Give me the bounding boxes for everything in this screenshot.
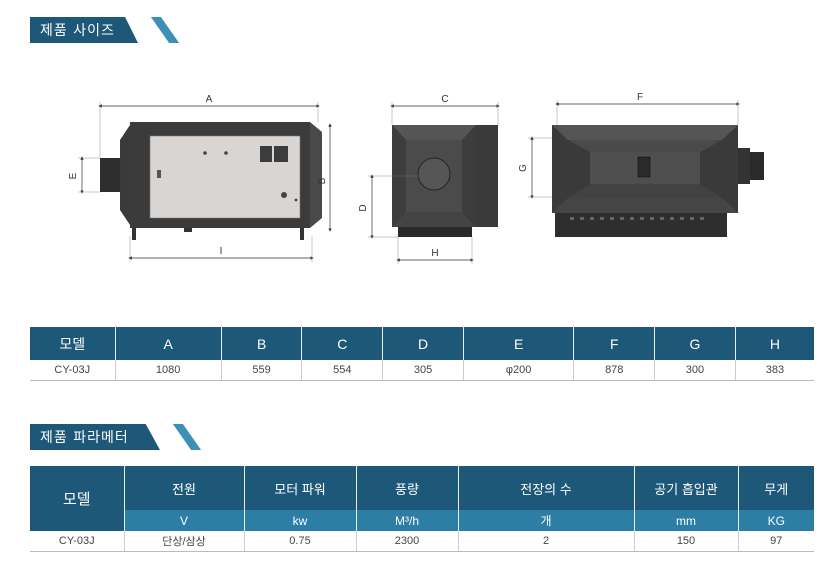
unit-power: V <box>124 510 245 531</box>
section-title-text: 제품 사이즈 <box>40 23 115 39</box>
column-header-e: E <box>463 327 575 360</box>
section-title-accent <box>172 424 202 450</box>
cell-c: 554 <box>301 360 384 381</box>
column-header-model: 모델 <box>30 327 116 360</box>
parameters-unit-row: V kw M³/h 개 mm KG <box>30 510 814 531</box>
column-header-model: 모델 <box>30 466 125 531</box>
cell-h: 383 <box>735 360 814 381</box>
column-header-c: C <box>301 327 384 360</box>
dimension-label-g: G <box>518 164 529 172</box>
table-row: CY-03J 단상/삼상 0.75 2300 2 150 97 <box>30 531 814 552</box>
dimension-label-d: D <box>358 204 369 211</box>
column-header-f: F <box>573 327 656 360</box>
dimension-label-b: B <box>317 177 328 184</box>
section-title-text: 제품 파라메터 <box>40 430 129 446</box>
cell-airflow: 2300 <box>356 531 459 552</box>
dimension-label-f: F <box>637 92 643 103</box>
side-view-drawing: C D H <box>358 94 500 264</box>
cell-field-count: 2 <box>458 531 635 552</box>
cell-e: φ200 <box>463 360 575 381</box>
column-header-a: A <box>115 327 222 360</box>
cell-intake-pipe: 150 <box>634 531 739 552</box>
column-header-field-count: 전장의 수 <box>458 466 635 510</box>
column-header-b: B <box>221 327 303 360</box>
cell-weight: 97 <box>738 531 814 552</box>
cell-motor-power: 0.75 <box>244 531 357 552</box>
unit-weight: KG <box>738 510 814 531</box>
cell-b: 559 <box>221 360 303 381</box>
dimension-label-e: E <box>68 172 79 179</box>
cell-model: CY-03J <box>30 531 125 552</box>
cell-g: 300 <box>654 360 736 381</box>
product-size-section-title: 제품 사이즈 <box>30 17 180 43</box>
cell-f: 878 <box>573 360 656 381</box>
cell-d: 305 <box>382 360 464 381</box>
column-header-d: D <box>382 327 464 360</box>
dimension-label-c: C <box>441 94 448 105</box>
unit-field-count: 개 <box>458 510 635 531</box>
unit-motor-power: kw <box>244 510 357 531</box>
column-header-g: G <box>654 327 736 360</box>
column-header-intake-pipe: 공기 흡입관 <box>634 466 739 510</box>
table-row: CY-03J 1080 559 554 305 φ200 878 300 383 <box>30 360 814 381</box>
dimension-label-i: I <box>220 246 223 257</box>
dimension-drawings: A B E I C D <box>68 92 764 264</box>
unit-airflow: M³/h <box>356 510 459 531</box>
column-header-airflow: 풍량 <box>356 466 459 510</box>
section-title-accent <box>150 17 180 43</box>
section-title-background <box>30 424 160 450</box>
dimensions-table: 모델 A B C D E F G H CY-03J 1080 559 554 3… <box>30 327 814 381</box>
parameters-header-row: 모델 전원 모터 파워 풍량 전장의 수 공기 흡입관 무게 <box>30 466 814 531</box>
parameters-table: 모델 전원 모터 파워 풍량 전장의 수 공기 흡입관 무게 V kw M³/h… <box>30 466 814 552</box>
column-header-h: H <box>735 327 814 360</box>
cell-a: 1080 <box>115 360 222 381</box>
cell-model: CY-03J <box>30 360 116 381</box>
front-view-drawing: A B E I <box>68 94 332 262</box>
section-title-background <box>30 17 138 43</box>
column-header-weight: 무게 <box>738 466 814 510</box>
top-view-drawing: F G <box>518 92 764 237</box>
column-header-motor-power: 모터 파워 <box>244 466 357 510</box>
product-parameters-section-title: 제품 파라메터 <box>30 424 202 450</box>
dimension-label-h: H <box>431 248 438 259</box>
dimension-label-a: A <box>206 94 213 105</box>
column-header-power: 전원 <box>124 466 245 510</box>
cell-power: 단상/삼상 <box>124 531 245 552</box>
unit-intake-pipe: mm <box>634 510 739 531</box>
dimensions-header-row: 모델 A B C D E F G H <box>30 327 814 360</box>
